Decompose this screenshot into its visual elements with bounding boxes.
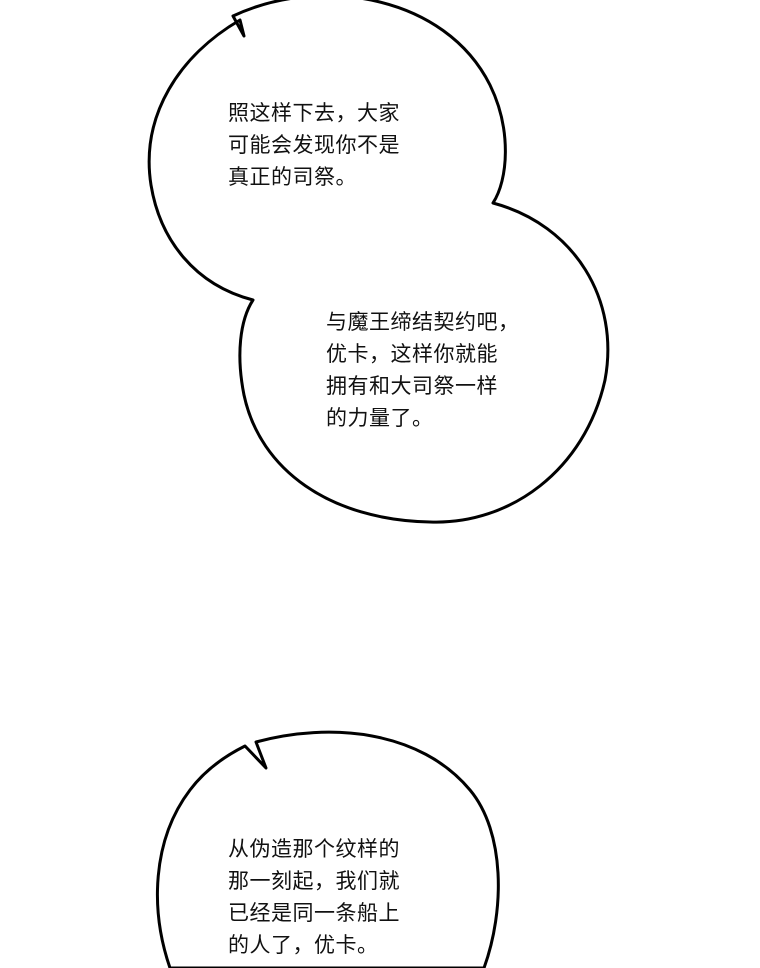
- speech-bubble-outline-bottom: [156, 730, 500, 968]
- speech-bubble-lower: [156, 730, 500, 968]
- dialogue-text-1: 照这样下去，大家 可能会发现你不是 真正的司祭。: [228, 97, 400, 193]
- dialogue-line: 拥有和大司祭一样: [326, 374, 498, 398]
- dialogue-line: 从伪造那个纹样的: [228, 837, 400, 861]
- dialogue-line: 已经是同一条船上: [228, 901, 400, 925]
- speech-bubble-outline-top: [147, 0, 610, 524]
- dialogue-line: 照这样下去，大家: [228, 101, 400, 125]
- dialogue-line: 真正的司祭。: [228, 165, 357, 189]
- dialogue-line: 那一刻起，我们就: [228, 869, 400, 893]
- dialogue-line: 可能会发现你不是: [228, 133, 400, 157]
- dialogue-text-2: 与魔王缔结契约吧， 优卡，这样你就能 拥有和大司祭一样 的力量了。: [326, 306, 520, 434]
- dialogue-line: 优卡，这样你就能: [326, 342, 498, 366]
- dialogue-text-3: 从伪造那个纹样的 那一刻起，我们就 已经是同一条船上 的人了，优卡。: [228, 833, 400, 961]
- speech-bubble-upper-pair: [147, 0, 610, 524]
- dialogue-line: 的人了，优卡。: [228, 933, 379, 957]
- dialogue-line: 与魔王缔结契约吧，: [326, 310, 520, 334]
- dialogue-line: 的力量了。: [326, 406, 434, 430]
